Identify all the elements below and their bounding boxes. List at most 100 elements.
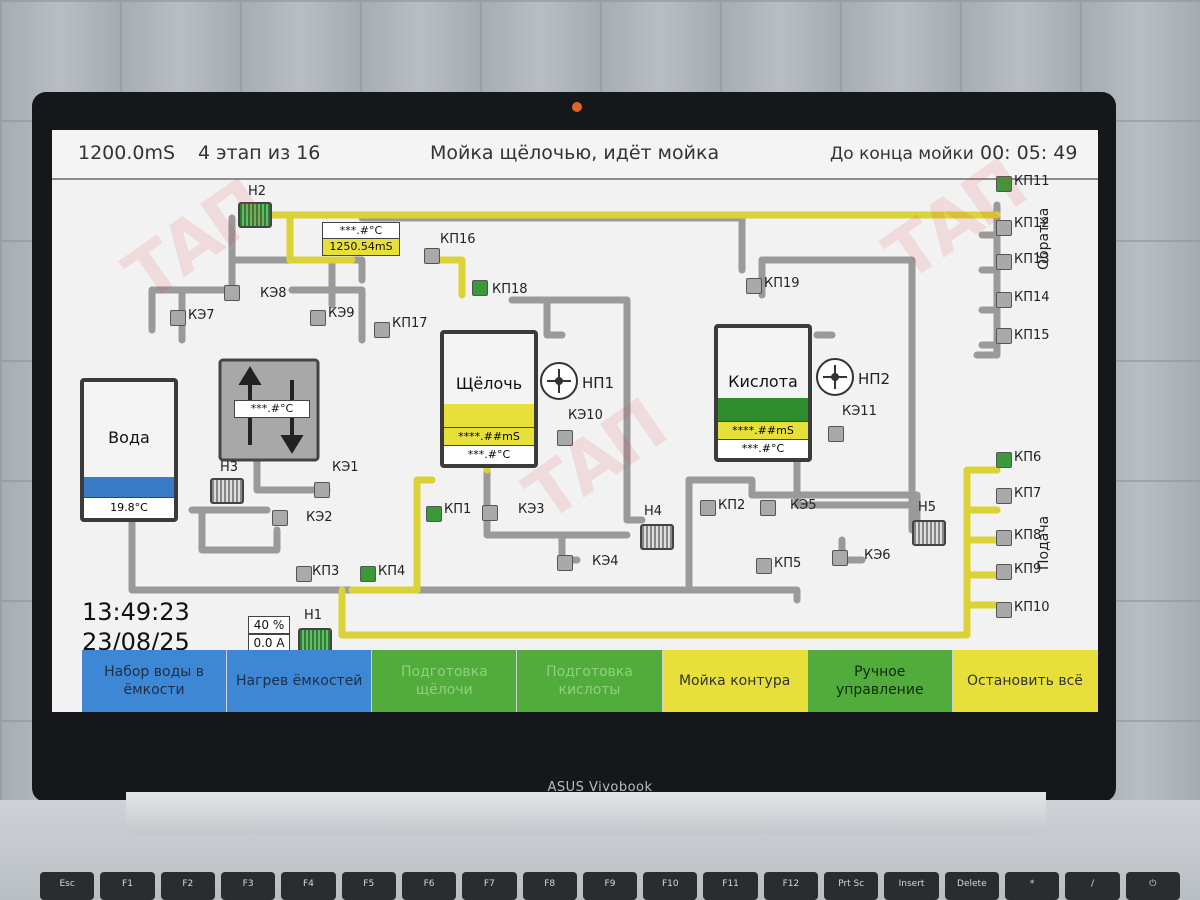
supply-line-label: Подача [1036,515,1052,570]
status-bar: 1200.0mS 4 этап из 16 Мойка щёлочью, идё… [52,130,1098,180]
alkali-conductivity: ****.##mS [444,427,534,446]
pump-h4[interactable] [640,524,674,550]
valve-ke10[interactable] [557,430,573,446]
valve-ke6-label: КЭ6 [864,548,891,563]
valve-kp15-label: КП15 [1014,328,1050,343]
valve-kp8[interactable] [996,530,1012,546]
valve-kp3-label: КП3 [312,564,340,579]
btn-prepare-acid[interactable]: Подготовка кислоты [517,650,663,712]
valve-ke9[interactable] [310,310,326,326]
btn-manual-control[interactable]: Ручное управление [807,650,953,712]
valve-kp7[interactable] [996,488,1012,504]
mixer-np1-icon[interactable] [540,362,578,400]
valve-ke3[interactable] [482,505,498,521]
key-5: F5 [341,872,396,900]
valve-kp2-label: КП2 [718,498,746,513]
valve-ke2[interactable] [272,510,288,526]
valve-kp11[interactable] [996,176,1012,192]
alkali-tank-label: Щёлочь [455,374,523,393]
valve-ke4[interactable] [557,555,573,571]
valve-ke7[interactable] [170,310,186,326]
valve-ke7-label: КЭ7 [188,308,215,323]
pump-h3[interactable] [210,478,244,504]
valve-kp12[interactable] [996,220,1012,236]
valve-ke9-label: КЭ9 [328,306,355,321]
valve-kp13-label: КП13 [1014,252,1050,267]
pump-h5[interactable] [912,520,946,546]
valve-ke11[interactable] [828,426,844,442]
pump-h3-label: Н3 [220,460,239,475]
remaining-label: До конца мойки [830,144,974,164]
valve-kp19[interactable] [746,278,762,294]
mixer-np1-label: НП1 [582,374,615,392]
process-status: Мойка щёлочью, идёт мойка [430,142,720,164]
laptop-hinge [126,792,1046,834]
clock-time: 13:49:23 [82,598,190,626]
valve-kp9[interactable] [996,564,1012,580]
brand-label: ASUS Vivobook [547,780,653,795]
valve-ke4-label: КЭ4 [592,554,619,569]
key-11: F11 [703,872,758,900]
active-pipes [268,211,1001,639]
remaining-time: 00: 05: 49 [980,142,1078,164]
valve-ke8[interactable] [224,285,240,301]
pump-h4-label: Н4 [644,504,663,519]
valve-kp18-label: КП18 [492,282,528,297]
btn-wash-circuit[interactable]: Мойка контура [662,650,808,712]
pump-h2[interactable] [238,202,272,228]
valve-kp1[interactable] [426,506,442,522]
valve-ke6[interactable] [832,550,848,566]
valve-kp11-label: КП11 [1014,174,1050,189]
key-9: F9 [582,872,638,900]
valve-kp13[interactable] [996,254,1012,270]
key-16: * [1005,872,1060,900]
valve-kp6[interactable] [996,452,1012,468]
valve-kp14[interactable] [996,292,1012,308]
valve-kp5-label: КП5 [774,556,802,571]
valve-kp7-label: КП7 [1014,486,1042,501]
valve-kp2[interactable] [700,500,716,516]
btn-stop-all[interactable]: Остановить всё [952,650,1098,712]
water-tank-label: Вода [108,428,150,447]
valve-kp18[interactable] [472,280,488,296]
supply-temp-readout: ***.#°C [322,222,400,240]
valve-ke5[interactable] [760,500,776,516]
valve-ke8-label: КЭ8 [260,286,287,301]
water-temp: 19.8°C [84,497,174,518]
key-4: F4 [281,872,336,900]
valve-ke1[interactable] [314,482,330,498]
pump-h1-label: Н1 [304,608,323,623]
pump-h1-percent: 40 % [248,616,290,634]
valve-ke3-label: КЭ3 [518,502,545,517]
btn-heat-tanks[interactable]: Нагрев ёмкостей [227,650,373,712]
valve-ke2-label: КЭ2 [306,510,333,525]
key-8: F8 [522,872,577,900]
valve-kp15[interactable] [996,328,1012,344]
valve-ke5-label: КЭ5 [790,498,817,513]
valve-kp5[interactable] [756,558,772,574]
valve-kp10[interactable] [996,602,1012,618]
valve-ke1-label: КЭ1 [332,460,359,475]
conductivity-readout: 1200.0mS [78,142,176,164]
valve-kp17[interactable] [374,322,390,338]
valve-kp16-label: КП16 [440,232,476,247]
valve-kp16[interactable] [424,248,440,264]
valve-kp3[interactable] [296,566,312,582]
water-level-fill [84,476,174,498]
valve-kp6-label: КП6 [1014,450,1042,465]
valve-ke10-label: КЭ10 [568,408,603,423]
supply-conductivity-readout: 1250.54mS [322,238,400,256]
valve-kp8-label: КП8 [1014,528,1042,543]
stage-indicator: 4 этап из 16 [198,142,321,164]
valve-kp4[interactable] [360,566,376,582]
mixer-np2-icon[interactable] [816,358,854,396]
acid-tank-label: Кислота [728,372,798,391]
btn-prepare-alkali[interactable]: Подготовка щёлочи [372,650,518,712]
key-3: F3 [220,872,276,900]
key-7: F7 [462,872,517,900]
btn-fill-water[interactable]: Набор воды в ёмкости [82,650,228,712]
return-line-label: Обратка [1036,207,1052,270]
key-6: F6 [401,872,457,900]
key-12: F12 [763,872,819,900]
